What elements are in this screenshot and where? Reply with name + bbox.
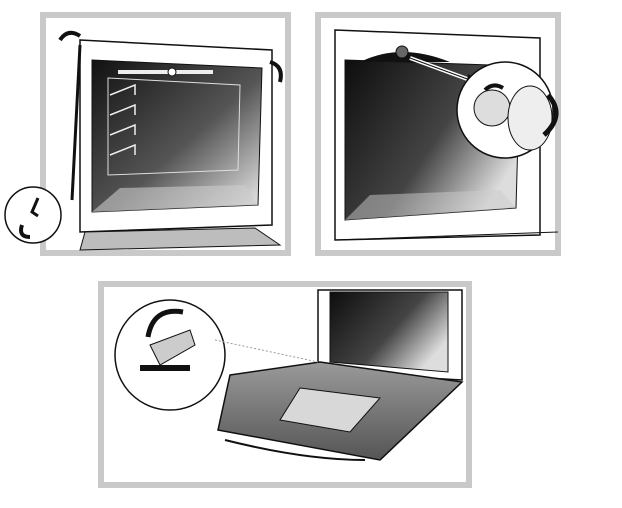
rotate-arrow-icon — [58, 30, 82, 42]
side-rail — [70, 44, 82, 201]
oven-cavity — [329, 291, 449, 373]
panel-remove-door — [98, 281, 472, 488]
rotate-arrow-icon — [542, 93, 559, 137]
panel-replace-lamp-cover — [315, 12, 561, 256]
curved-arrow-icon — [145, 308, 184, 338]
clip-detail-icon — [4, 186, 62, 244]
oven-cavity — [79, 39, 273, 233]
rotate-arrow-icon — [269, 60, 283, 83]
panel-remove-side-rails — [4, 12, 291, 256]
oven-floor — [79, 227, 282, 251]
